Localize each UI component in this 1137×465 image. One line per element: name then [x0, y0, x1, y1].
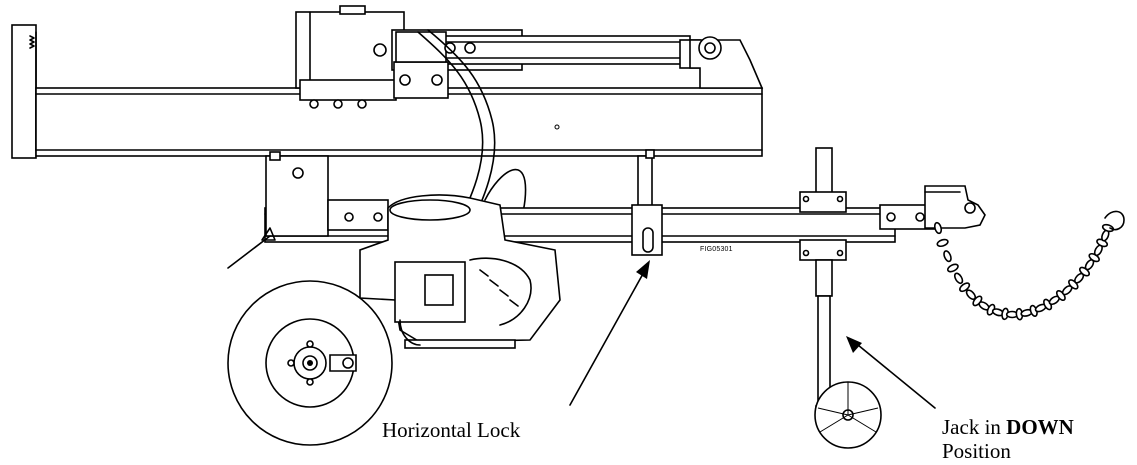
chain-link [953, 272, 964, 285]
horizontal-lock [631, 149, 663, 256]
hydraulic-cylinder [295, 5, 764, 109]
chain-hook [1104, 210, 1125, 231]
beam-support-frame [227, 151, 389, 269]
jack-arrow-head [846, 336, 862, 353]
hitch-coupler [924, 185, 986, 229]
chain-link [959, 282, 971, 293]
horizontal-lock-label: Horizontal Lock [382, 418, 521, 442]
safety-chain [933, 221, 1115, 321]
jack-stand [799, 147, 882, 449]
wheel [227, 280, 393, 446]
chain-link [933, 221, 943, 235]
figure-id: FIG05301 [700, 246, 733, 253]
engine [359, 194, 561, 349]
jack-label-suffix: Position [942, 439, 1011, 463]
horizontal-lock-arrow-head [636, 260, 650, 279]
end-plate [11, 24, 37, 159]
jack-label-prefix: Jack in [942, 415, 1001, 439]
jack-label: Jack in DOWN Position [942, 415, 1074, 463]
callout-arrows [569, 260, 936, 409]
chain-link [947, 263, 959, 273]
jack-label-bold: DOWN [1006, 415, 1074, 439]
chain-link [943, 250, 952, 263]
chain-link [936, 238, 949, 248]
